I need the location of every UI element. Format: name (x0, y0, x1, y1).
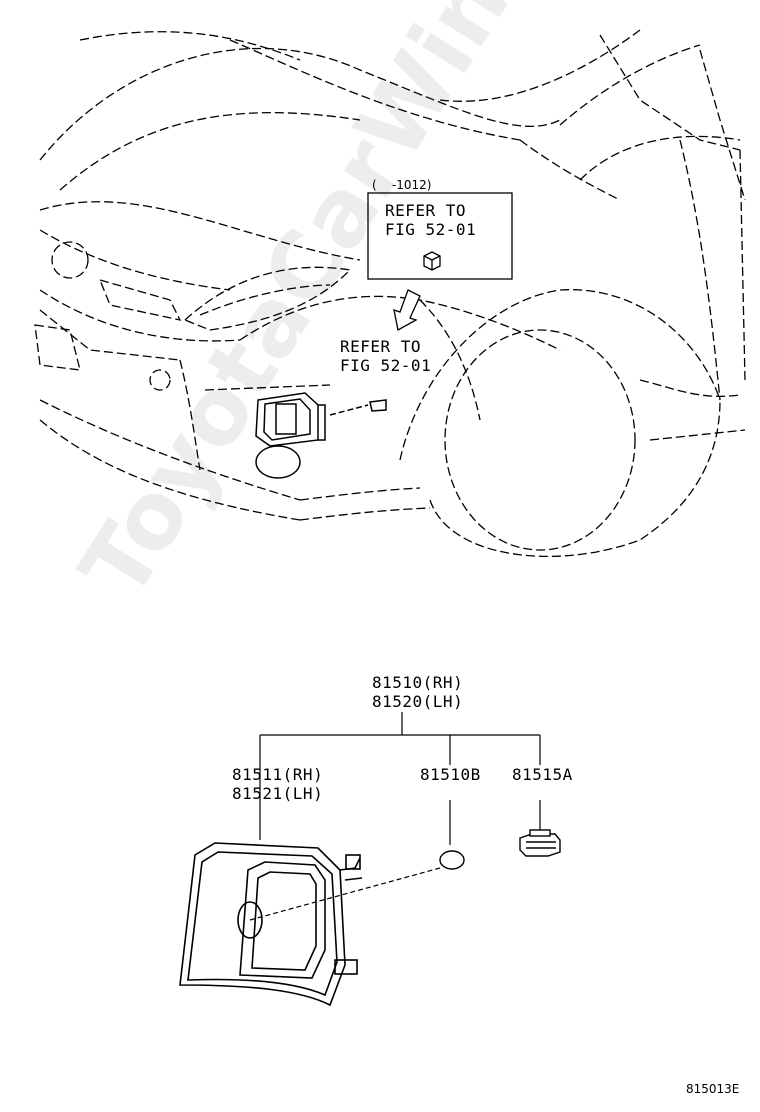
fog-lamp-installed (255, 392, 387, 479)
refer-label-line2: FIG 52-01 (340, 356, 432, 375)
part-lens-lh: 81521(LH) (232, 784, 324, 803)
callout-box (367, 192, 513, 280)
part-socket: 81515A (512, 765, 573, 784)
callout-refer-line2: FIG 52-01 (385, 220, 477, 239)
figure-code: 815013E (686, 1082, 740, 1096)
callout-range: ( -1012) (372, 178, 432, 192)
arrow-icon (393, 289, 421, 332)
part-leaders (249, 712, 541, 921)
part-bulb: 81510B (420, 765, 481, 784)
part-lens-rh: 81511(RH) (232, 765, 324, 784)
refer-label-line1: REFER TO (340, 337, 422, 356)
fog-lamp-lens (179, 842, 363, 1007)
car-outline (34, 29, 746, 558)
callout-refer-line1: REFER TO (385, 201, 467, 220)
part-assembly-lh: 81520(LH) (372, 692, 464, 711)
socket-icon (519, 829, 561, 857)
part-assembly-rh: 81510(RH) (372, 673, 464, 692)
bulb-icon (439, 850, 465, 870)
